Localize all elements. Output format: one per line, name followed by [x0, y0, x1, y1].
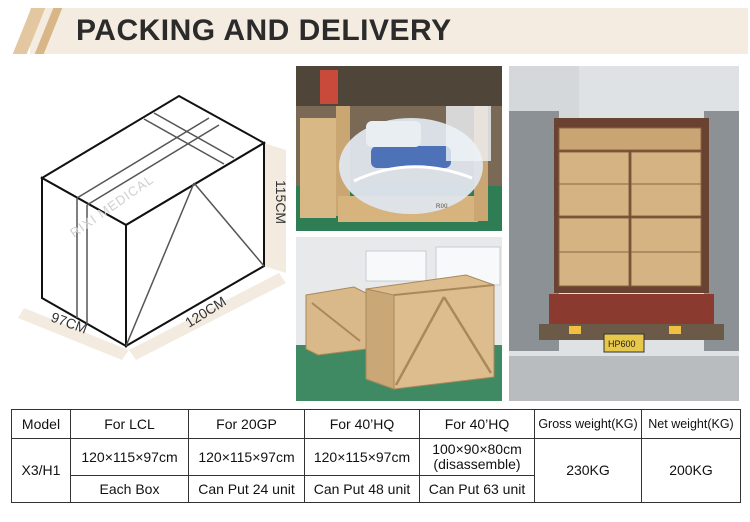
header-bar — [30, 8, 748, 54]
lcl-size-cell: 120×115×97cm — [70, 438, 189, 476]
header-for-lcl: For LCL — [70, 409, 189, 439]
header-model: Model — [11, 409, 71, 439]
packing-spec-table: Model For LCL For 20GP For 40’HQ For 40’… — [11, 409, 741, 503]
page-title: PACKING AND DELIVERY — [76, 14, 452, 47]
header-for-40hq: For 40’HQ — [304, 409, 420, 439]
lcl-qty-cell: Each Box — [70, 475, 189, 503]
header-for-40hq-2: For 40’HQ — [419, 409, 535, 439]
disassembled-note: (disassemble) — [433, 456, 521, 472]
model-cell: X3/H1 — [11, 438, 71, 503]
photo-packed-chair: RIXI — [296, 66, 502, 231]
photo-loaded-truck: HP600 — [509, 66, 739, 401]
license-plate: HP600 — [608, 339, 636, 349]
header-net-weight: Net weight(KG) — [641, 409, 741, 439]
table-row: Each Box Can Put 24 unit Can Put 48 unit… — [12, 475, 741, 503]
40hq-size-cell: 120×115×97cm — [304, 438, 420, 476]
box-dimension-diagram: RIXI MEDICAL 115CM 120CM 97CM — [14, 88, 294, 378]
40hq-qty-cell: Can Put 48 unit — [304, 475, 420, 503]
crate-marking: RIXI — [436, 204, 448, 210]
photo-wooden-crates — [296, 237, 502, 401]
header-for-20gp: For 20GP — [188, 409, 305, 439]
gross-weight-cell: 230KG — [534, 438, 642, 503]
net-weight-cell: 200KG — [641, 438, 741, 503]
table-header-row: Model For LCL For 20GP For 40’HQ For 40’… — [11, 409, 741, 439]
height-label: 115CM — [273, 180, 289, 224]
20gp-size-cell: 120×115×97cm — [188, 438, 305, 476]
40hq-disassembled-qty-cell: Can Put 63 unit — [419, 475, 535, 503]
table-row: X3/H1 120×115×97cm 120×115×97cm 120×115×… — [11, 438, 741, 503]
40hq-disassembled-size-cell: 100×90×80cm (disassemble) — [419, 438, 535, 476]
20gp-qty-cell: Can Put 24 unit — [188, 475, 305, 503]
disassembled-size: 100×90×80cm — [432, 441, 522, 457]
header-gross-weight: Gross weight(KG) — [534, 409, 642, 439]
